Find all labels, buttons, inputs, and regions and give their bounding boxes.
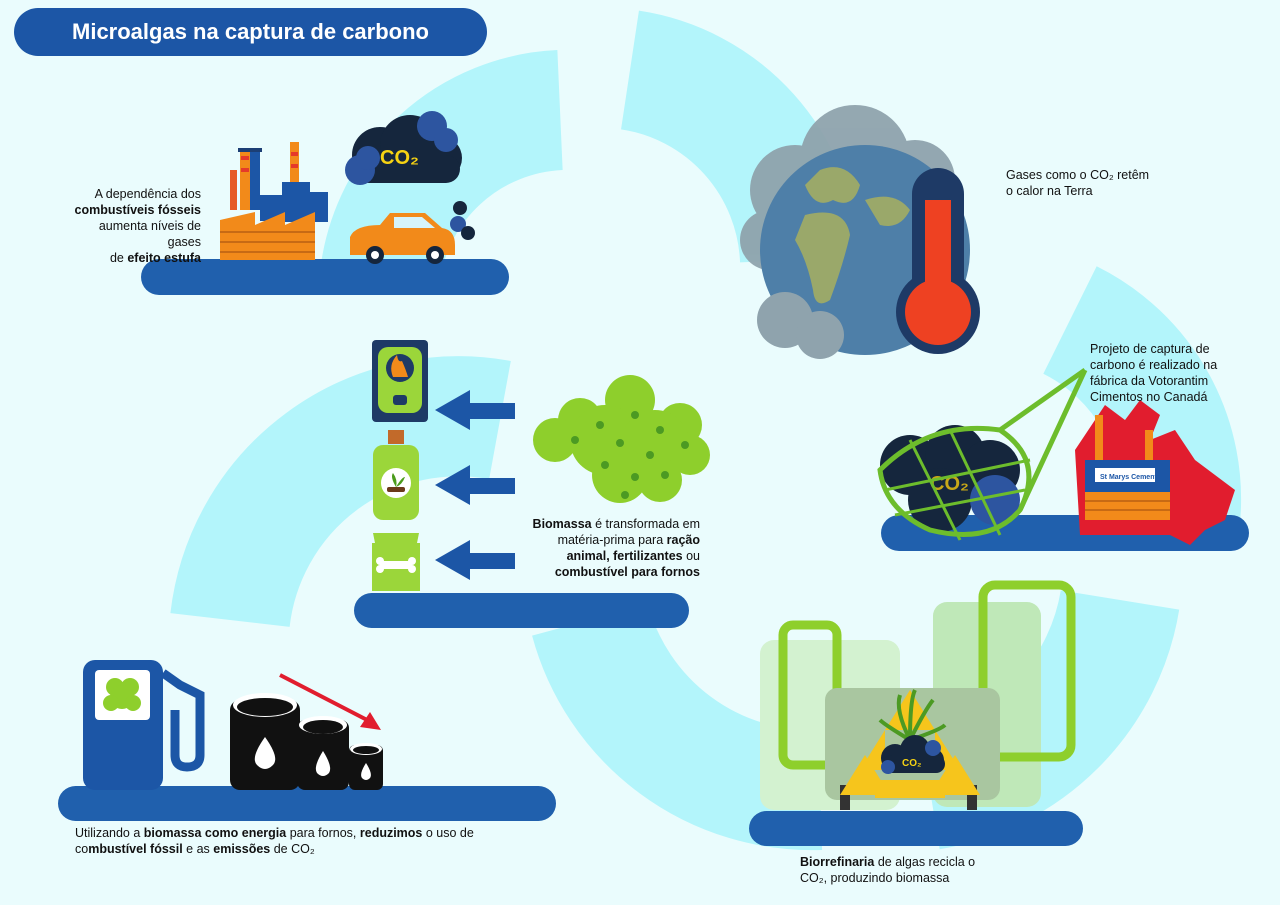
biorefinery-tanks-icon — [760, 580, 1076, 810]
furnace-icon — [372, 340, 428, 422]
energy-text-t3: o uso de — [422, 826, 474, 840]
fossil-text-bold1: combustíveis fósseis — [74, 203, 201, 217]
net-icon — [877, 367, 1088, 541]
oil-barrel-large-icon — [230, 693, 300, 790]
cement-factory-icon: St Marys Cement — [1085, 415, 1170, 520]
thermometer-icon — [896, 168, 980, 354]
biomass-text-bold1: Biomassa — [532, 517, 592, 531]
fossil-text: A dependência dos combustíveis fósseis a… — [64, 186, 201, 266]
factory-icon — [220, 142, 328, 260]
algae-sprout-icon — [878, 689, 947, 742]
earth-text-line1: Gases como o CO₂ retêm — [1006, 168, 1150, 182]
energy-text-bold2: reduzimos — [359, 826, 423, 840]
capture-scene: St Marys Cement CO₂ — [877, 367, 1235, 545]
energy-text: Utilizando a biomassa como energia para … — [75, 825, 545, 857]
downward-trend-arrow — [279, 673, 381, 730]
capture-text-line1: Projeto de captura de — [1090, 342, 1210, 356]
ring-segment-left — [170, 356, 511, 629]
algae-cluster-icon — [533, 375, 710, 503]
fossil-text-bold2: efeito estufa — [127, 251, 201, 265]
page-title: Microalgas na captura de carbono — [14, 8, 487, 56]
biomass-text: Biomassa é transformada em matéria-prima… — [495, 516, 700, 580]
earth-text: Gases como o CO₂ retêm o calor na Terra — [1006, 167, 1206, 199]
biomass-text-bold3: animal, fertilizantes — [566, 549, 683, 563]
oil-barrel-medium-icon — [297, 716, 349, 790]
capture-text-line3: fábrica da Votorantim — [1090, 374, 1209, 388]
co2-small-label: CO₂ — [902, 758, 921, 769]
biorefinery-text-t1: de algas recicla o — [874, 855, 976, 869]
biomass-text-t2: matéria-prima para — [557, 533, 667, 547]
shelf-biorefinery — [749, 811, 1083, 846]
energy-text-t4: co — [75, 842, 89, 856]
biomass-text-t1: é transformada em — [591, 517, 700, 531]
energy-text-t1: Utilizando a — [75, 826, 144, 840]
oil-barrel-small-icon — [349, 743, 383, 790]
fossil-text-line3: aumenta níveis de gases — [98, 219, 201, 249]
energy-scene — [83, 660, 383, 790]
energy-text-bold1: biomassa como energia — [143, 826, 287, 840]
co2-cloud-small: CO₂ — [881, 735, 945, 774]
capture-text: Projeto de captura de carbono é realizad… — [1090, 341, 1260, 405]
energy-text-t2: para fornos, — [286, 826, 360, 840]
feed-bag-icon — [372, 533, 420, 591]
capture-text-line4: Cimentos no Canadá — [1090, 390, 1208, 404]
energy-text-bold3: mbustível fóssil — [88, 842, 183, 856]
biomass-text-bold2: ração — [666, 533, 700, 547]
energy-text-bold4: emissões — [213, 842, 271, 856]
fuel-pump-icon — [83, 660, 205, 790]
earth-text-line2: o calor na Terra — [1006, 184, 1093, 198]
biorefinery-text: Biorrefinaria de algas recicla o CO₂, pr… — [800, 854, 1070, 886]
co2-cloud-icon: CO₂ — [345, 111, 462, 185]
biorefinery-scene: CO₂ — [760, 580, 1076, 810]
fossil-text-line4: de — [109, 251, 128, 265]
factory-brand-label: St Marys Cement — [1100, 474, 1157, 481]
earth-scene — [740, 105, 980, 359]
shelf-energy — [58, 786, 556, 821]
energy-text-t5: e as — [182, 842, 214, 856]
car-icon — [350, 201, 475, 264]
arrow-left-icon — [435, 390, 515, 580]
shelf-fossil — [141, 259, 509, 295]
shelf-biomass — [354, 593, 689, 628]
co2-label: CO₂ — [380, 147, 419, 169]
energy-text-t6: de CO₂ — [270, 842, 315, 856]
biomass-text-bold4: combustível para fornos — [554, 565, 700, 579]
factory-scene: CO₂ — [220, 111, 475, 264]
biorefinery-text-bold1: Biorrefinaria — [800, 855, 875, 869]
biomass-scene — [372, 340, 710, 591]
biorefinery-text-t2: CO₂, produzindo biomassa — [800, 871, 950, 885]
fossil-text-line1: A dependência dos — [94, 187, 201, 201]
co2-cloud-captured: CO₂ — [880, 425, 1020, 532]
biomass-text-t3: ou — [682, 549, 700, 563]
capture-text-line2: carbono é realizado na — [1090, 358, 1218, 372]
fertilizer-bottle-icon — [373, 430, 419, 520]
